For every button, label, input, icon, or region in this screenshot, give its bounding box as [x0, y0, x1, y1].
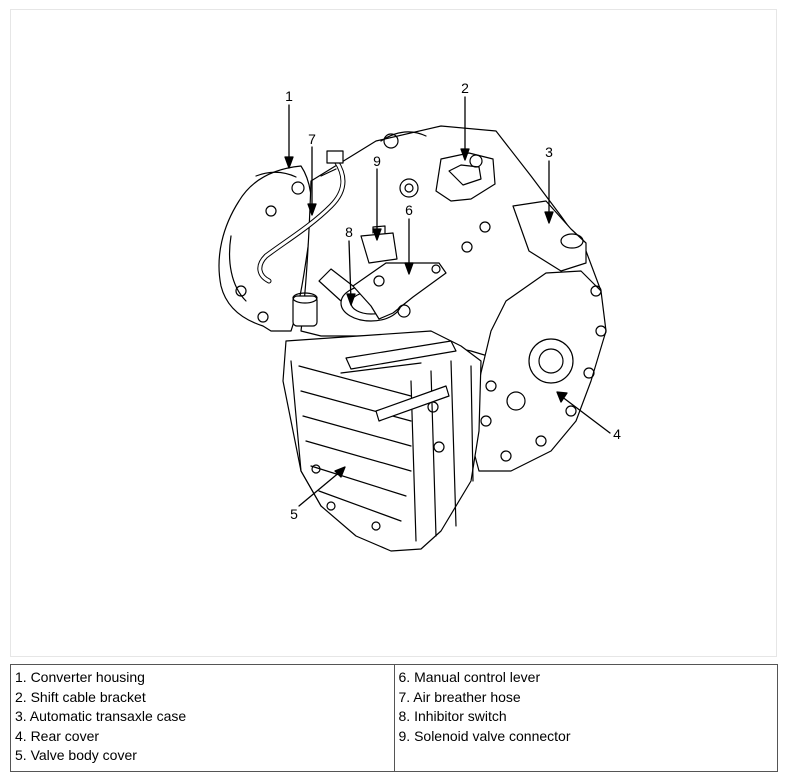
legend-item-7: 7. Air breather hose — [398, 688, 521, 705]
callout-6: 6 — [405, 202, 413, 218]
legend-column-left: 1. Converter housing 2. Shift cable brac… — [10, 664, 395, 772]
diagram-frame: 1 2 3 4 5 6 7 8 9 — [10, 9, 777, 657]
callout-8: 8 — [345, 224, 353, 240]
callout-2: 2 — [461, 80, 469, 96]
solenoid-connector-drawing — [360, 232, 398, 264]
legend-item-2: 2. Shift cable bracket — [15, 688, 146, 705]
parts-legend: 1. Converter housing 2. Shift cable brac… — [10, 664, 778, 772]
callout-5: 5 — [290, 506, 298, 522]
callout-1: 1 — [285, 88, 293, 104]
legend-item-8: 8. Inhibitor switch — [398, 708, 507, 724]
transaxle-illustration: 1 2 3 4 5 6 7 8 9 — [218, 80, 621, 552]
callout-4: 4 — [613, 426, 621, 442]
legend-column-right: 6. Manual control lever 7. Air breather … — [393, 664, 778, 772]
legend-item-6: 6. Manual control lever — [398, 669, 541, 685]
legend-item-5: 5. Valve body cover — [15, 747, 137, 763]
legend-item-3: 3. Automatic transaxle case — [15, 708, 187, 724]
legend-item-9: 9. Solenoid valve connector — [398, 727, 571, 744]
legend-item-4: 4. Rear cover — [15, 727, 100, 744]
legend-item-1: 1. Converter housing — [15, 669, 145, 685]
callout-3: 3 — [545, 144, 553, 160]
callout-7: 7 — [308, 131, 316, 147]
callout-9: 9 — [373, 153, 381, 169]
